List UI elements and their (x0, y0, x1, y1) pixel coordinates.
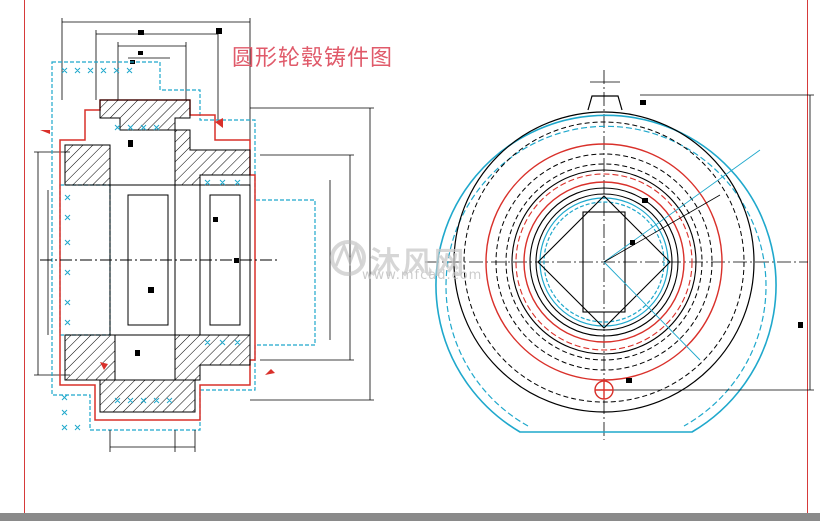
mfcad-logo-icon (330, 240, 366, 276)
section-dim-labels (128, 140, 239, 356)
dim-label-box (138, 51, 143, 55)
section-view (34, 18, 374, 452)
plan-dim-labels (626, 100, 803, 383)
watermark-url: www.mfcad.com (362, 268, 483, 283)
drawing-frame-right-border (807, 0, 808, 521)
watermark-brand: 沐风网 (370, 246, 466, 281)
dim-label-box (138, 30, 144, 35)
dim-label-box (216, 28, 222, 34)
machining-symbol-flags (40, 118, 275, 375)
bore-outline (40, 184, 280, 336)
dimension-lines-right (250, 107, 374, 401)
plan-casting-outline (435, 114, 777, 433)
plan-square-bore (537, 195, 671, 329)
plan-bottom-hole (594, 380, 614, 400)
bottom-scrollbar[interactable] (0, 513, 820, 521)
plan-hidden-rings (463, 121, 745, 403)
plan-view (425, 70, 814, 440)
drawing-title: 圆形轮毂铸件图 (232, 46, 394, 71)
plan-dim-leaders (603, 149, 761, 361)
dimension-lines-bottom (109, 430, 196, 452)
plan-machining-rings (485, 143, 723, 381)
section-hatch (64, 99, 251, 413)
allowance-cross-marks (61, 67, 241, 431)
plan-outer-rim (453, 95, 755, 413)
drawing-frame-left-border (24, 0, 25, 521)
dimension-lines-top (61, 18, 251, 200)
